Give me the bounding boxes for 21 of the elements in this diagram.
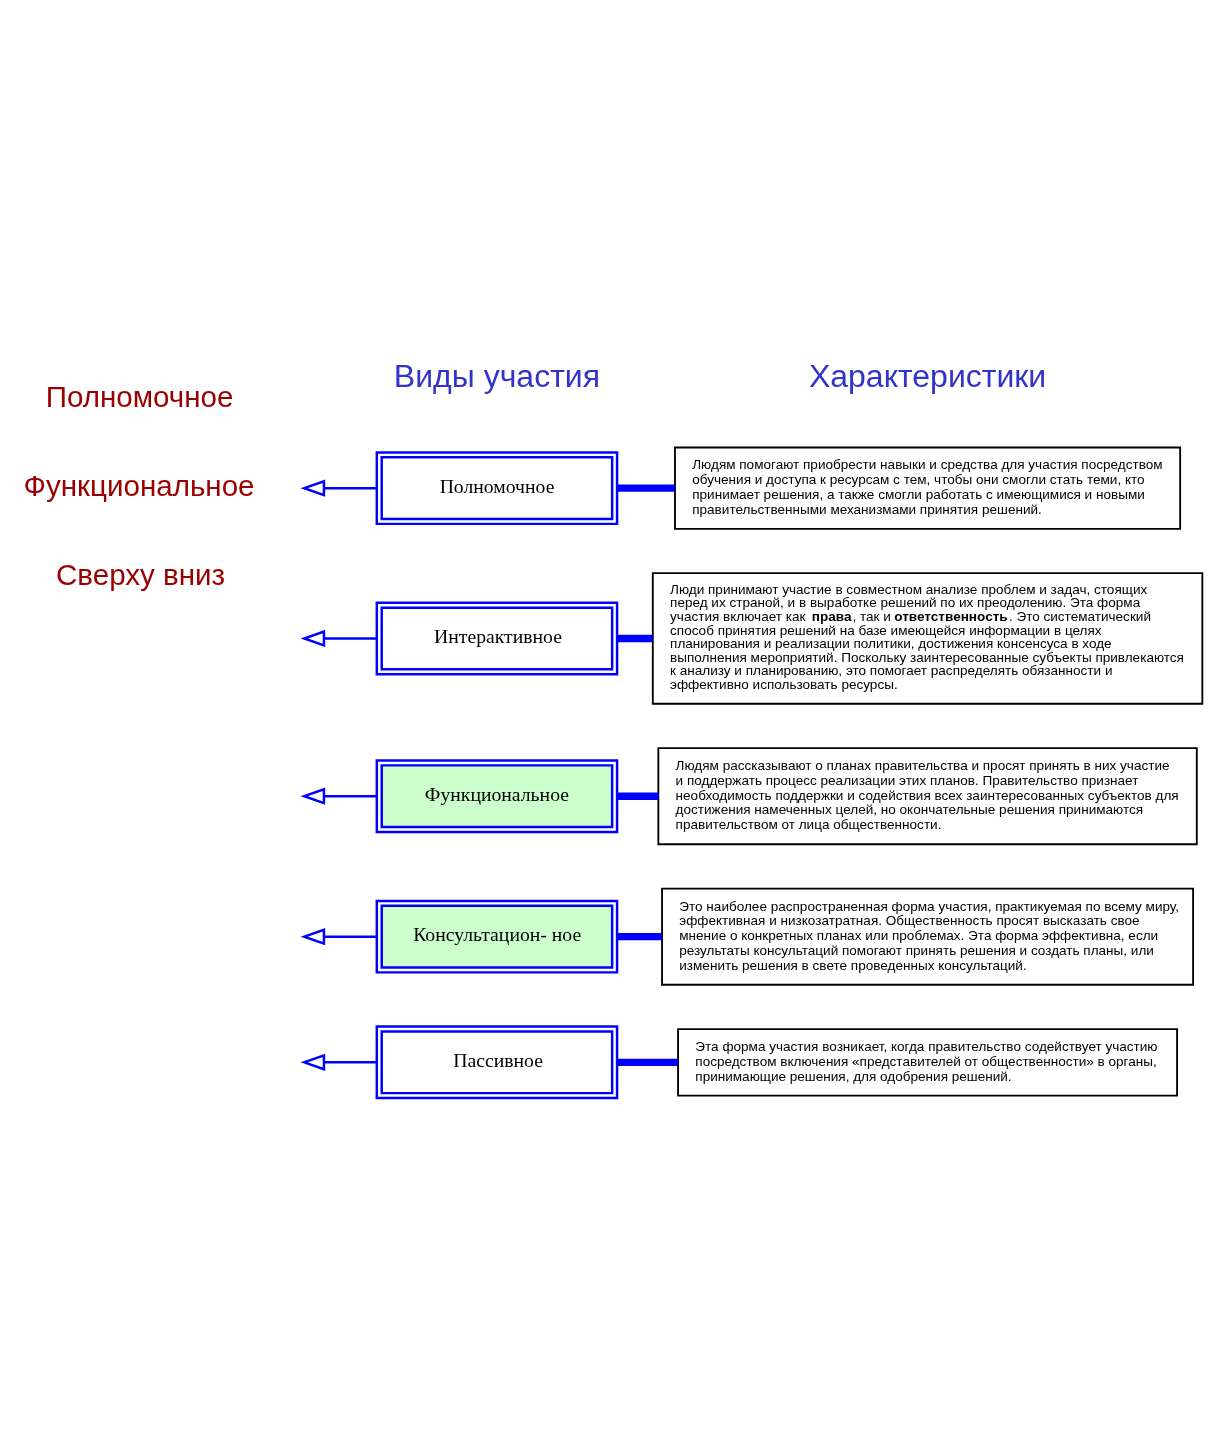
node-box: Консультацион- ное bbox=[375, 899, 619, 974]
label: Виды участия bbox=[393, 357, 601, 394]
label: Характеристики bbox=[808, 357, 1047, 394]
label: Функциональное bbox=[23, 468, 255, 502]
label: Полномочное bbox=[45, 379, 234, 413]
node-box: Полномочное bbox=[375, 450, 619, 525]
node-box: Людям помогают приобрести навыки и средства для участия посредством обучения и доступа к ресурсам с тем, чтобы они смогли стать теми, кто принимает решения, а также смогли работать с имеющимися и новыми правительственными механизмами принятия решений. bbox=[674, 446, 1182, 530]
arrow bbox=[300, 927, 377, 945]
node-box: Это наиболее распространенная форма участия, практикуемая по всему миру, эффективная и низкозатратная. Общественность просят высказать свое мнение о конкретных планах или проблемах. Эта форма эффективна, если результаты консультаций помогают принять решения и создать планы, или изменить решения в свете проведенных консультаций. bbox=[661, 887, 1195, 986]
node-box: Людям рассказывают о планах правительства и просят принять в них участие и поддержать процесс реализации этих планов. Правительство признает необходимость поддержки и содействия всех заинтересованных субъектов для достижения намеченных целей, но окончательные решения принимаются правительством от лица общественности. bbox=[657, 746, 1198, 845]
arrow bbox=[300, 1053, 377, 1071]
node-box: Пассивное bbox=[375, 1024, 619, 1099]
node-box: Функциональное bbox=[375, 758, 619, 833]
node-box: Эта форма участия возникает, когда правительство содействует участию посредством включения «представителей от общественности» в органы, принимающие решения, для одобрения решений. bbox=[677, 1027, 1178, 1097]
arrow bbox=[300, 787, 377, 805]
arrow bbox=[300, 629, 377, 647]
node-box: Интерактивное bbox=[375, 601, 619, 675]
label: Сверху вниз bbox=[55, 557, 226, 591]
connector bbox=[617, 792, 659, 800]
node-box: Люди принимают участие в совместном анализе проблем и задач, стоящих перед их страной, и в выработке решений по их преодолению. Эта форма участия включает как права, так и ответственность. Это систематический способ принятия решений на базе имеющейся информации в целях планирования и реализации политики, достижения консенсуса в ходе выполнения мероприятий. Поскольку заинтересованные субъекты привлекаются к анализу и планированию, это помогает распределять обязанности и эффективно использовать ресурсы. bbox=[651, 571, 1204, 705]
arrow bbox=[300, 479, 377, 497]
